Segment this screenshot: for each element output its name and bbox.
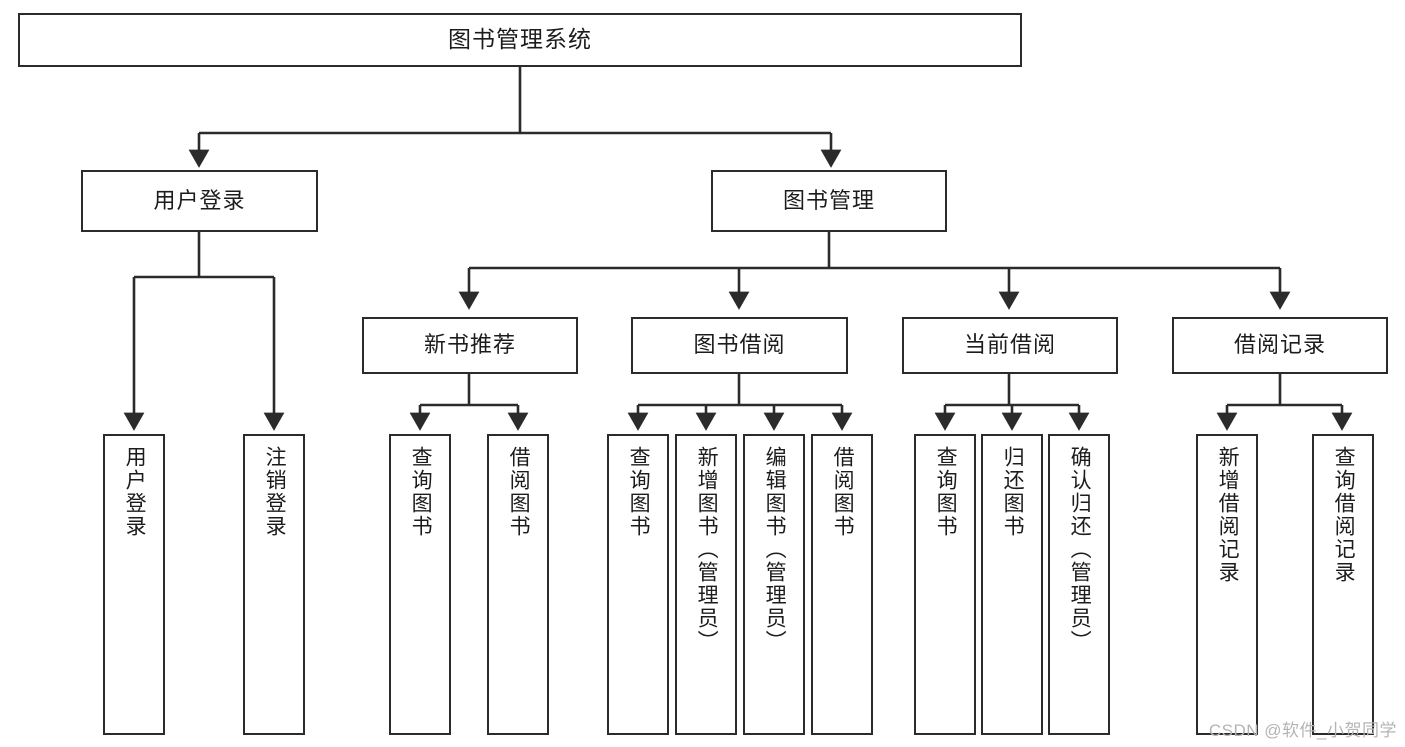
node-book-management[interactable]: 图书管理 — [711, 170, 947, 232]
leaf-user-login[interactable]: 用户登录 — [103, 434, 165, 735]
watermark-text: CSDN @软件_小贺同学 — [1208, 721, 1397, 740]
leaf-query-borrow-record[interactable]: 查询借阅记录 — [1312, 434, 1374, 735]
leaf-add-book-admin[interactable]: 新增图书（管理员） — [675, 434, 737, 735]
node-label: 图书管理系统 — [448, 26, 592, 53]
leaf-borrow-books[interactable]: 借阅图书 — [811, 434, 873, 735]
node-book-borrowing[interactable]: 图书借阅 — [631, 317, 848, 374]
node-new-book-recommendation[interactable]: 新书推荐 — [362, 317, 578, 374]
leaf-edit-book-admin[interactable]: 编辑图书（管理员） — [743, 434, 805, 735]
node-label: 用户登录 — [153, 187, 246, 213]
leaf-borrow-books-new[interactable]: 借阅图书 — [487, 434, 549, 735]
node-label: 借阅图书 — [507, 446, 531, 538]
node-label: 新增借阅记录 — [1216, 446, 1240, 584]
node-label: 当前借阅 — [963, 332, 1056, 358]
node-label: 图书借阅 — [693, 332, 786, 358]
leaf-query-books-new[interactable]: 查询图书 — [389, 434, 451, 735]
leaf-add-borrow-record[interactable]: 新增借阅记录 — [1196, 434, 1258, 735]
leaf-logout[interactable]: 注销登录 — [243, 434, 305, 735]
node-label: 编辑图书（管理员） — [763, 446, 787, 653]
node-label: 查询图书 — [409, 446, 433, 538]
node-label: 图书管理 — [782, 187, 875, 213]
node-label: 确认归还（管理员） — [1068, 446, 1092, 653]
node-label: 借阅记录 — [1233, 332, 1326, 358]
node-current-borrowing[interactable]: 当前借阅 — [902, 317, 1118, 374]
leaf-query-books-current[interactable]: 查询图书 — [914, 434, 976, 735]
node-borrow-records[interactable]: 借阅记录 — [1172, 317, 1388, 374]
node-label: 归还图书 — [1001, 446, 1025, 538]
node-label: 查询图书 — [934, 446, 958, 538]
node-label: 新增图书（管理员） — [695, 446, 719, 653]
node-label: 新书推荐 — [423, 332, 516, 358]
node-label: 用户登录 — [123, 446, 147, 538]
node-label: 查询借阅记录 — [1332, 446, 1356, 584]
leaf-confirm-return-admin[interactable]: 确认归还（管理员） — [1048, 434, 1110, 735]
node-label: 注销登录 — [263, 446, 287, 538]
node-root-book-management-system[interactable]: 图书管理系统 — [18, 13, 1022, 67]
leaf-query-books-borrow[interactable]: 查询图书 — [607, 434, 669, 735]
node-user-login[interactable]: 用户登录 — [81, 170, 318, 232]
node-label: 借阅图书 — [831, 446, 855, 538]
node-label: 查询图书 — [627, 446, 651, 538]
leaf-return-books[interactable]: 归还图书 — [981, 434, 1043, 735]
